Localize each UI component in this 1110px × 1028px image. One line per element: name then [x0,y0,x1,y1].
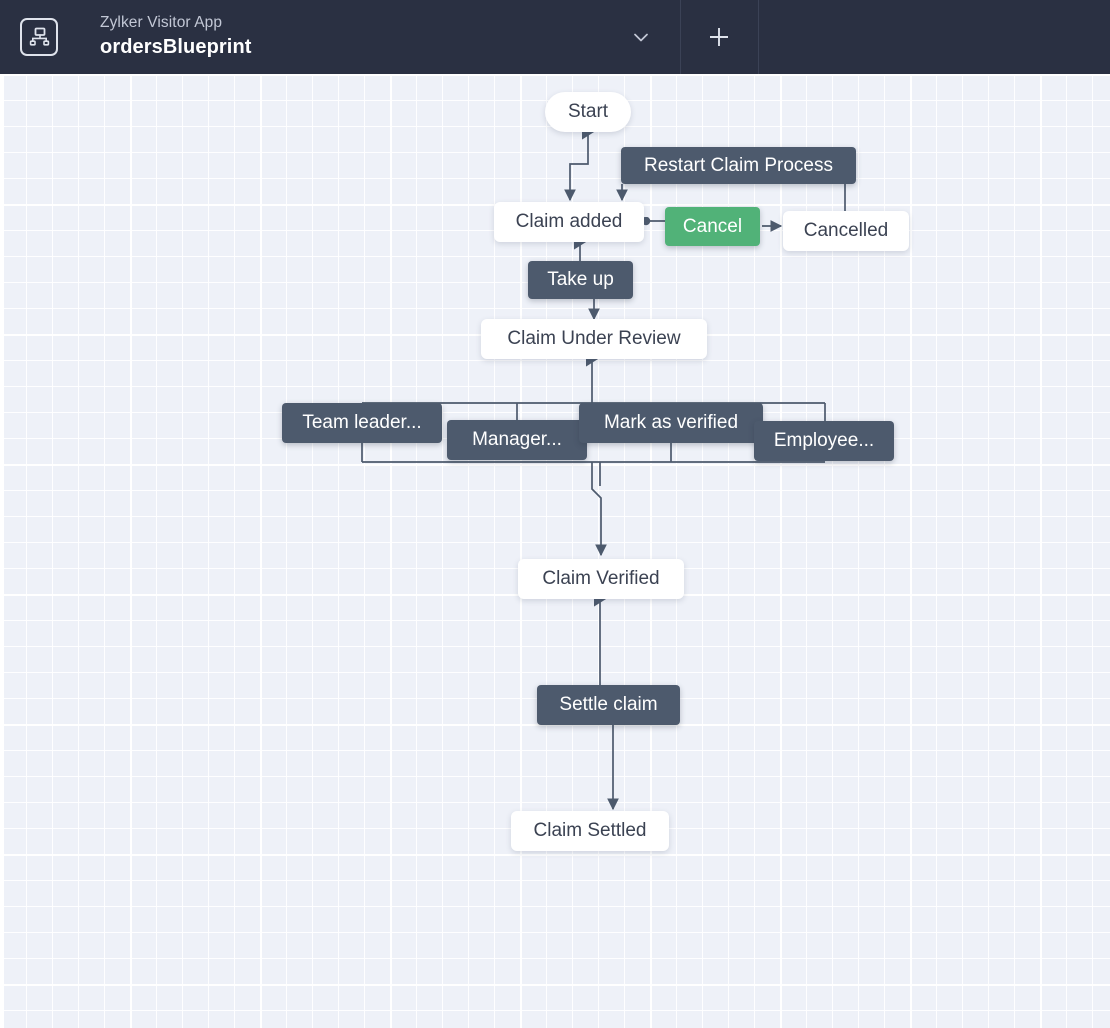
transition-node-settle-claim[interactable]: Settle claim [537,685,680,725]
plus-icon [710,28,729,46]
state-label: Claim Under Review [507,328,681,349]
transition-label: Take up [547,269,614,290]
canvas-left-edge [0,74,4,1028]
header-spacer [759,0,1110,74]
transition-node-mark-as-verified[interactable]: Mark as verified [579,403,763,443]
blueprint-switcher-button[interactable] [603,0,681,74]
blueprint-icon [20,18,58,56]
transition-node-manager[interactable]: Manager... [447,420,587,460]
state-node-claim-settled[interactable]: Claim Settled [511,811,669,851]
blueprint-icon-cell[interactable] [0,0,78,74]
state-node-cancelled[interactable]: Cancelled [783,211,909,251]
state-label: Claim added [515,211,623,232]
app-name: Zylker Visitor App [100,14,223,31]
state-label: Claim Settled [533,820,647,841]
state-label: Cancelled [803,220,889,241]
state-node-claim-added[interactable]: Claim added [494,202,644,242]
transition-label: Restart Claim Process [644,154,833,176]
transition-label: Employee... [773,430,875,451]
header-titles: Zylker Visitor App ordersBlueprint [78,0,603,74]
transition-label: Settle claim [559,694,658,715]
state-node-claim-under-review[interactable]: Claim Under Review [481,319,707,359]
add-blueprint-button[interactable] [681,0,759,74]
transition-node-team-leader[interactable]: Team leader... [282,403,442,443]
transition-label: Mark as verified [603,412,739,433]
state-node-claim-verified[interactable]: Claim Verified [518,559,684,599]
transition-node-take-up[interactable]: Take up [528,261,633,299]
page-title: ordersBlueprint [100,36,252,58]
state-node-start[interactable]: Start [545,92,631,132]
transition-label: Manager... [472,429,562,450]
blueprint-canvas[interactable]: Start Claim added Cancelled Claim Under … [0,74,1110,1028]
app-header: Zylker Visitor App ordersBlueprint [0,0,1110,74]
state-label: Start [567,101,609,122]
transition-label: Cancel [682,215,743,237]
chevron-down-icon [634,33,649,42]
transition-label: Team leader... [302,412,422,433]
state-label: Claim Verified [542,568,660,589]
transition-node-cancel[interactable]: Cancel [665,207,760,246]
transition-node-restart-claim-process[interactable]: Restart Claim Process [621,147,856,184]
transition-node-employee[interactable]: Employee... [754,421,894,461]
